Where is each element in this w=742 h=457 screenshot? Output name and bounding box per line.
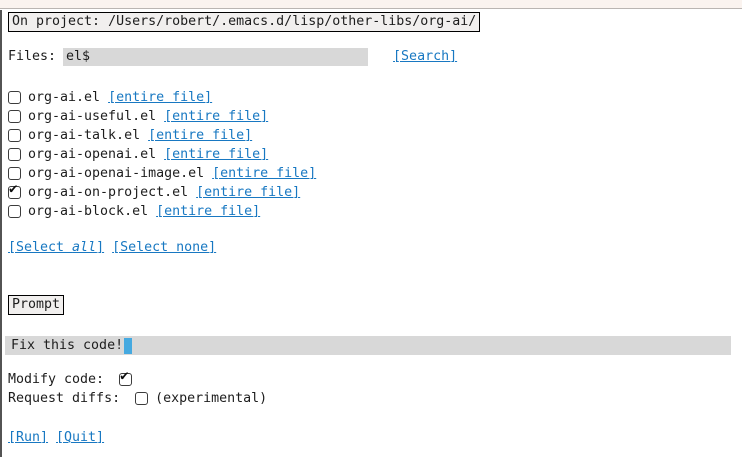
files-label: Files: — [8, 49, 57, 64]
text-cursor — [124, 337, 133, 354]
file-checkbox[interactable]: ✔ — [8, 91, 21, 104]
select-all-italic: all — [72, 240, 97, 255]
org-ai-on-project-buffer: On project: /Users/robert/.emacs.d/lisp/… — [0, 10, 742, 457]
file-name: org-ai-on-project.el — [28, 185, 189, 200]
file-row: ✔ org-ai-useful.el [entire file] — [8, 107, 742, 126]
file-checkbox[interactable]: ✔ — [8, 110, 21, 123]
entire-file-link[interactable]: [entire file] — [212, 166, 317, 181]
file-row: ✔ org-ai-openai-image.el [entire file] — [8, 164, 742, 183]
entire-file-link[interactable]: [entire file] — [196, 185, 301, 200]
entire-file-link[interactable]: [entire file] — [108, 90, 213, 105]
prompt-header: Prompt — [8, 295, 65, 315]
file-row: ✔ org-ai.el [entire file] — [8, 88, 742, 107]
select-all-suffix: ] — [96, 240, 105, 255]
select-none-link[interactable]: [Select none] — [112, 240, 217, 255]
file-name: org-ai-openai.el — [28, 147, 157, 162]
prompt-input[interactable]: Fix this code! — [5, 336, 731, 355]
file-name: org-ai-useful.el — [28, 109, 157, 124]
file-checkbox[interactable]: ✔ — [8, 167, 21, 180]
entire-file-link[interactable]: [entire file] — [164, 109, 269, 124]
file-checkbox[interactable]: ✔ — [8, 205, 21, 218]
window-top-strip — [0, 0, 742, 9]
file-checkbox[interactable]: ✔ — [8, 129, 21, 142]
entire-file-link[interactable]: [entire file] — [164, 147, 269, 162]
file-name: org-ai-block.el — [28, 204, 149, 219]
search-link[interactable]: [Search] — [393, 49, 458, 64]
experimental-note: (experimental) — [155, 391, 268, 406]
file-row: ✔ org-ai-block.el [entire file] — [8, 202, 742, 221]
file-list: ✔ org-ai.el [entire file] ✔ org-ai-usefu… — [8, 88, 742, 221]
file-checkbox[interactable]: ✔ — [8, 182, 21, 199]
file-row: ✔ org-ai-talk.el [entire file] — [8, 126, 742, 145]
files-search-row: Files: el$ [Search] — [8, 47, 742, 66]
run-link[interactable]: [Run] — [8, 430, 49, 445]
select-all-prefix: [Select — [8, 240, 73, 255]
checkmark-icon: ✔ — [9, 181, 18, 197]
file-pattern-value: el$ — [66, 48, 91, 64]
file-name: org-ai-openai-image.el — [28, 166, 205, 181]
file-checkbox[interactable]: ✔ — [8, 148, 21, 161]
entire-file-link[interactable]: [entire file] — [156, 204, 261, 219]
actions-row: [Run] [Quit] — [8, 428, 742, 447]
modify-code-checkbox[interactable]: ✔ — [119, 369, 133, 386]
request-diffs-row: Request diffs: ✔ (experimental) — [8, 389, 742, 408]
file-name: org-ai.el — [28, 90, 101, 105]
prompt-value: Fix this code! — [11, 337, 124, 353]
project-header: On project: /Users/robert/.emacs.d/lisp/… — [8, 12, 481, 32]
checkmark-icon: ✔ — [120, 368, 129, 384]
modify-code-label: Modify code: — [8, 372, 113, 387]
request-diffs-label: Request diffs: — [8, 391, 129, 406]
file-row: ✔ org-ai-openai.el [entire file] — [8, 145, 742, 164]
quit-link[interactable]: [Quit] — [56, 430, 105, 445]
request-diffs-checkbox[interactable]: ✔ — [135, 392, 149, 405]
selection-row: [Select all] [Select none] — [8, 238, 742, 257]
modify-code-row: Modify code: ✔ — [8, 369, 742, 389]
select-all-link[interactable]: [Select all] — [8, 238, 104, 257]
file-pattern-input[interactable]: el$ — [63, 47, 369, 66]
entire-file-link[interactable]: [entire file] — [148, 128, 253, 143]
file-row: ✔ org-ai-on-project.el [entire file] — [8, 182, 742, 202]
file-name: org-ai-talk.el — [28, 128, 141, 143]
